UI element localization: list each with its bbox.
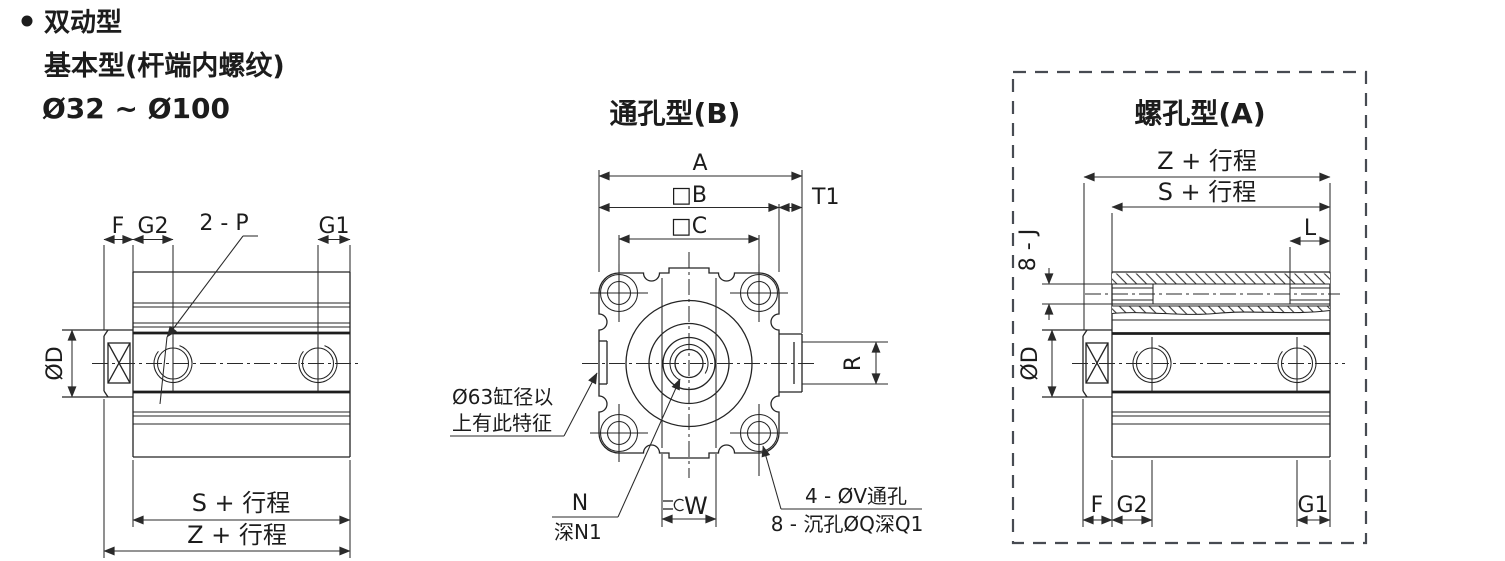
extension-lines-through <box>598 170 888 527</box>
dim-label-g2: G2 <box>137 214 168 239</box>
dim-label-r: R <box>841 356 866 371</box>
extension-lines-side <box>103 245 351 558</box>
extension-lines-threaded <box>1042 183 1331 527</box>
through-hole-view: 通孔型(B) <box>450 97 923 544</box>
dim-label-g1: G1 <box>318 214 349 239</box>
dim-label-2p: 2 - P <box>199 211 248 236</box>
bore63-groove <box>599 340 608 385</box>
dim-label-z-stroke-threaded: Z + 行程 <box>1157 147 1257 175</box>
dimensions-through <box>598 171 881 524</box>
dim-label-w: W <box>684 492 708 520</box>
dim-label-s-stroke: S + 行程 <box>192 489 291 517</box>
dim-label-8j: 8 - J <box>1016 229 1041 271</box>
through-view-title: 通孔型(B) <box>610 97 741 130</box>
leader-lines-through <box>450 372 922 518</box>
dim-label-n: N <box>572 491 588 516</box>
dim-label-od: ØD <box>43 346 68 380</box>
threaded-view-title: 螺孔型(A) <box>1134 97 1265 130</box>
dimensions-threaded <box>1044 172 1331 525</box>
label-through-holes: 4 - ØV通孔 <box>805 484 907 508</box>
bullet-icon <box>21 15 33 27</box>
dim-label-g1-threaded: G1 <box>1297 493 1328 518</box>
wrench-flats-icon <box>663 498 684 512</box>
dimensions-side <box>67 235 351 556</box>
dim-label-n1-depth: 深N1 <box>554 520 602 544</box>
header-title: 双动型 <box>44 8 122 38</box>
dim-label-a: A <box>692 151 707 176</box>
dim-label-c: □C <box>671 214 707 239</box>
dim-label-od-threaded: ØD <box>1018 346 1043 380</box>
dim-label-s-stroke-threaded: S + 行程 <box>1158 178 1257 206</box>
corner-mounting-holes <box>590 264 788 476</box>
port-holes-threaded <box>1132 337 1317 391</box>
cylinder-body-threaded <box>1085 271 1340 458</box>
label-counterbore-holes: 8 - 沉孔ØQ深Q1 <box>771 512 924 536</box>
cylinder-body-side <box>132 271 351 458</box>
dim-label-z-stroke: Z + 行程 <box>187 521 287 549</box>
dim-label-g2-threaded: G2 <box>1116 493 1147 518</box>
note-bore63-line1: Ø63缸径以 <box>452 385 553 409</box>
header: 双动型 基本型(杆端内螺纹) Ø32 ~ Ø100 <box>21 8 285 125</box>
note-bore63-line2: 上有此特征 <box>452 411 552 435</box>
dim-label-l: L <box>1304 216 1317 241</box>
threaded-hole-view: 螺孔型(A) <box>1011 70 1368 545</box>
port-holes-side <box>153 337 338 391</box>
dim-label-f: F <box>112 214 125 239</box>
header-subtitle: 基本型(杆端内螺纹) <box>44 51 285 82</box>
dim-label-b: □B <box>671 183 707 208</box>
dim-label-t1: T1 <box>811 185 839 210</box>
dim-label-f-threaded: F <box>1091 493 1104 518</box>
header-bore-range: Ø32 ~ Ø100 <box>42 92 230 125</box>
side-view: F G2 2 - P G1 ØD S + 行程 Z + 行程 <box>43 211 362 558</box>
option-dashed-frame <box>1011 70 1368 545</box>
